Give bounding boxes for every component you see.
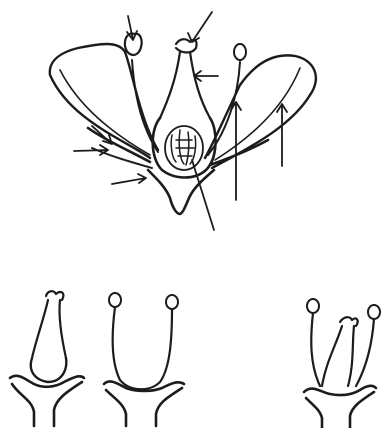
pistil-fig-stigma: [46, 291, 63, 300]
pistil-stamens-figure: [304, 299, 380, 428]
combo-receptacle: [304, 386, 376, 428]
combo-left-anther: [307, 299, 319, 313]
combo-style: [322, 326, 354, 386]
arrow-to-right-petal: [277, 104, 287, 166]
arrow-to-right-filament: [231, 102, 241, 200]
stamens-figure: [104, 293, 184, 426]
stamen-left-anther: [109, 293, 121, 307]
stamen-left-filament: [113, 307, 172, 389]
pistil-figure: [10, 291, 84, 426]
left-stamen-anther: [125, 34, 142, 55]
pistil-fig-receptacle: [10, 376, 84, 426]
pointer-line-ovule: [192, 160, 214, 230]
arrow-to-stigma: [188, 12, 212, 42]
arrow-to-left-anther: [127, 16, 137, 40]
arrow-to-style: [194, 71, 218, 81]
combo-right-anther: [368, 305, 380, 319]
arrow-to-lower-sepal: [112, 174, 146, 184]
arrow-to-left-sepal: [74, 145, 108, 155]
left-sepal: [88, 128, 150, 162]
right-stamen-anther: [234, 44, 246, 60]
pistil-style: [160, 52, 210, 118]
right-petal: [205, 55, 316, 168]
combo-right-filament: [356, 319, 374, 386]
combo-stigma: [340, 317, 358, 326]
stamen-right-anther: [166, 295, 178, 309]
combo-left-filament: [311, 313, 320, 386]
pistil-fig-ovary: [31, 358, 67, 382]
whole-flower-figure: [50, 12, 316, 230]
pistil-fig-style: [32, 300, 66, 358]
